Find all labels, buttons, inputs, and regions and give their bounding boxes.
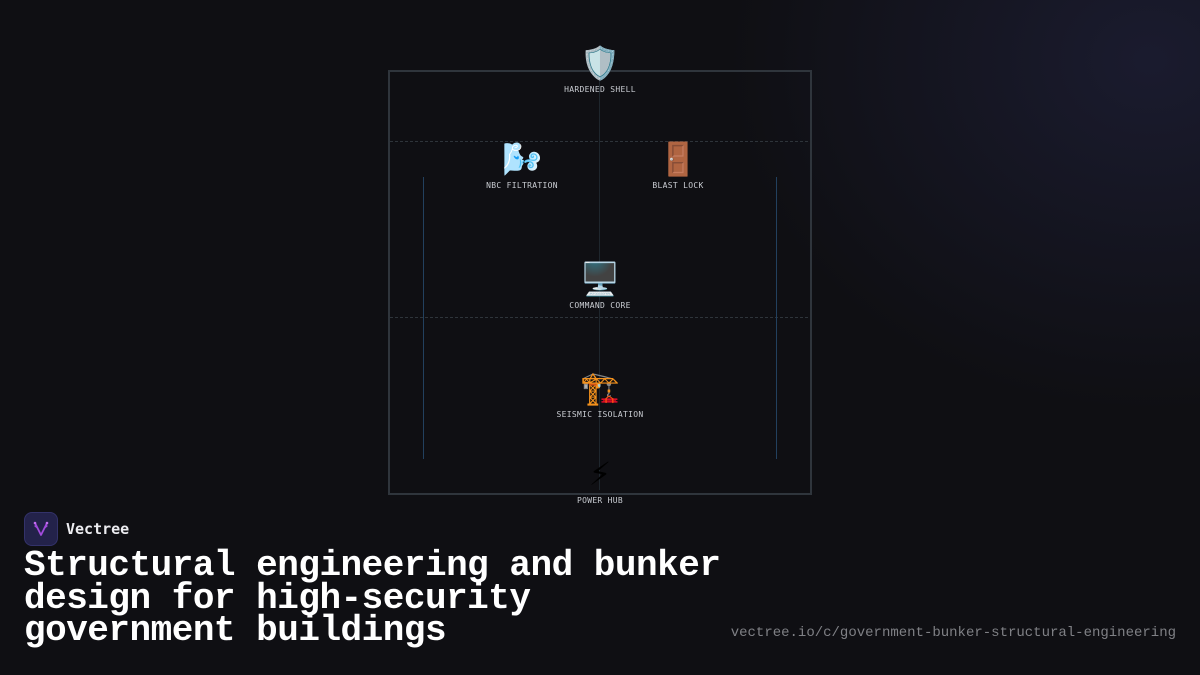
vectree-logo-icon	[24, 512, 58, 546]
node-nbc-filtration[interactable]: 🌬️ NBC FILTRATION	[486, 141, 558, 190]
bunker-frame	[388, 70, 812, 495]
wind-face-icon: 🌬️	[502, 140, 542, 178]
node-label: HARDENED SHELL	[564, 85, 636, 94]
lower-dashed-divider	[390, 317, 808, 318]
node-command-core[interactable]: 🖥️ COMMAND CORE	[569, 261, 630, 310]
desktop-computer-icon: 🖥️	[580, 260, 620, 298]
node-seismic-isolation[interactable]: 🏗️ SEISMIC ISOLATION	[557, 370, 644, 419]
node-label: POWER HUB	[576, 496, 624, 505]
page-title: Structural engineering and bunker design…	[24, 545, 721, 651]
construction-crane-icon: 🏗️	[580, 369, 620, 407]
node-label: SEISMIC ISOLATION	[556, 410, 644, 419]
shield-icon: 🛡️	[580, 44, 620, 82]
door-icon: 🚪	[658, 140, 698, 178]
node-blast-lock[interactable]: 🚪 BLAST LOCK	[652, 141, 703, 190]
center-axis-line	[599, 72, 600, 490]
node-label: BLAST LOCK	[652, 181, 704, 190]
page-url[interactable]: vectree.io/c/government-bunker-structura…	[730, 625, 1176, 641]
right-pillar-line	[776, 177, 777, 459]
brand: Vectree	[24, 512, 129, 546]
upper-dashed-divider	[390, 141, 808, 142]
lightning-icon: ⚡	[588, 455, 612, 493]
brand-name: Vectree	[66, 520, 130, 538]
node-power-hub[interactable]: ⚡ POWER HUB	[577, 456, 623, 505]
node-label: COMMAND CORE	[569, 301, 631, 310]
node-label: NBC FILTRATION	[486, 181, 558, 190]
left-pillar-line	[423, 177, 424, 459]
node-hardened-shell[interactable]: 🛡️ HARDENED SHELL	[564, 45, 636, 94]
